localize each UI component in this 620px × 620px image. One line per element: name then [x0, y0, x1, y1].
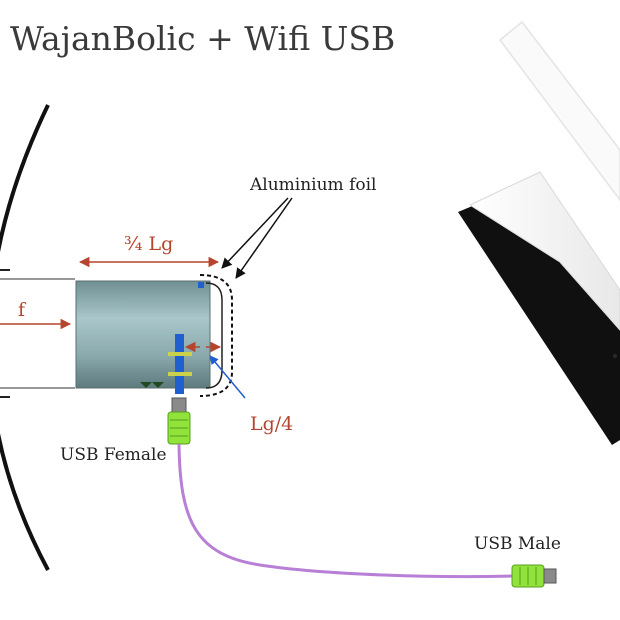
quarter-lg-label: Lg/4: [250, 413, 293, 435]
aluminium-foil-cap: [199, 274, 233, 397]
aluminium-foil-label: Aluminium foil: [249, 175, 376, 195]
wajan-dish: [0, 104, 50, 571]
can-waveguide: [75, 280, 211, 389]
diagram-title: WajanBolic + Wifi USB: [10, 19, 395, 58]
three-quarter-lg-label: ¾ Lg: [124, 233, 173, 255]
focal-label: f: [18, 299, 27, 321]
usb-cable: [177, 443, 513, 579]
wifi-usb-adapter-icon: [458, 20, 620, 445]
usb-female-icon: [167, 397, 191, 445]
usb-male-icon: [511, 564, 557, 588]
usb-female-label: USB Female: [60, 445, 167, 465]
usb-male-label: USB Male: [474, 534, 561, 554]
foil-pointer-2: [235, 197, 293, 279]
feed-pipe: [0, 269, 75, 398]
probe-antenna: [140, 334, 192, 394]
quarter-lg-pointer: [209, 355, 246, 399]
foil-pointer-1: [221, 197, 289, 269]
